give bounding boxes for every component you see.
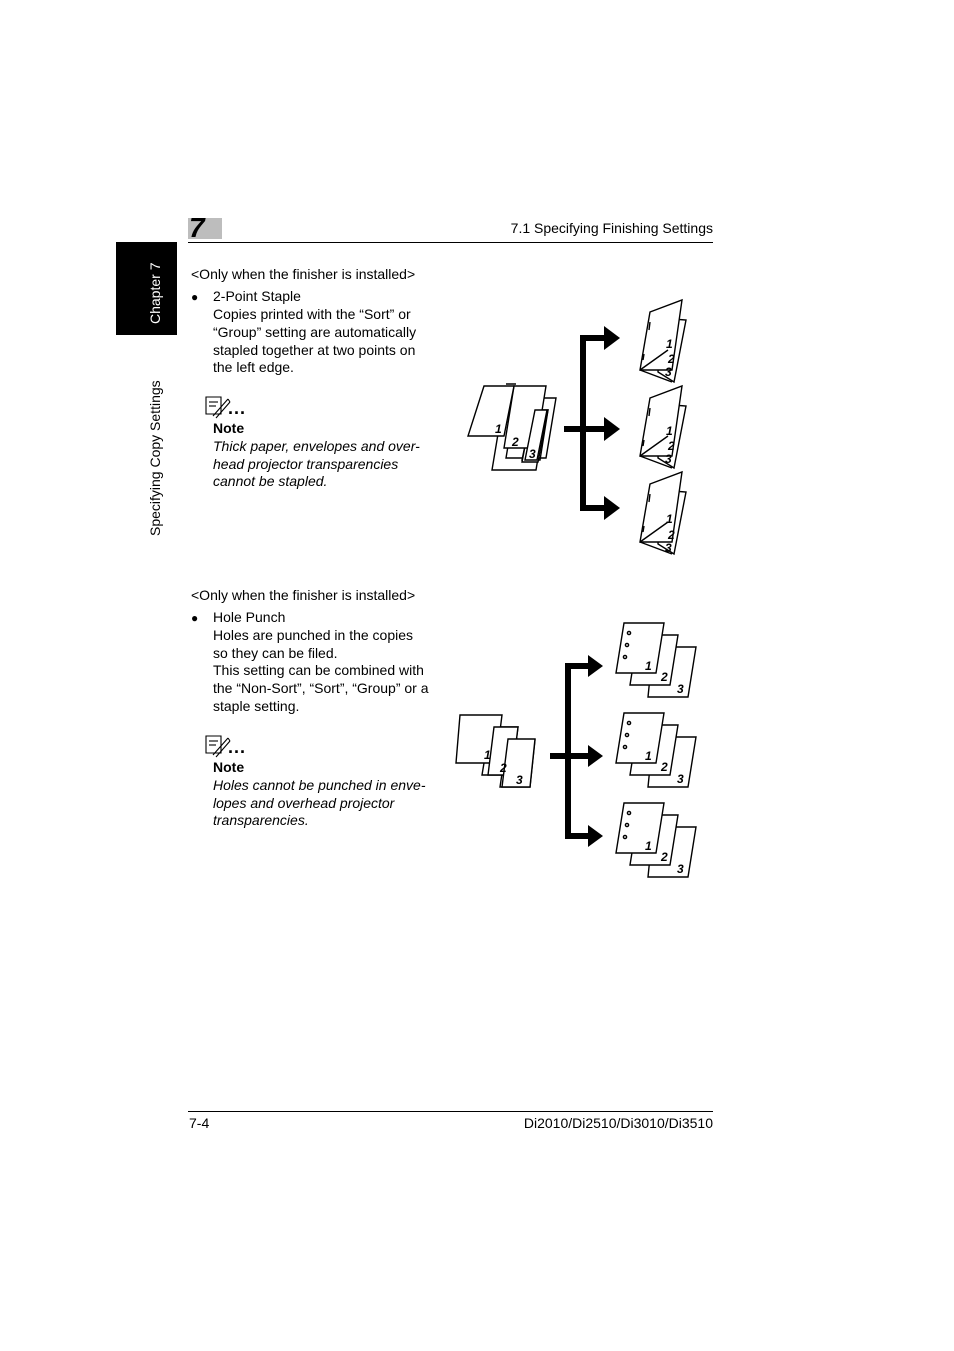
note-label: Note [213,759,245,775]
page-number-labels: 1 2 3 1 2 3 1 2 3 1 2 3 [484,659,684,876]
chapter-number: 7 [189,212,205,243]
page-label: 1 [645,839,652,853]
page-label: 2 [660,850,668,864]
note-dots: ... [228,398,247,418]
note-line: cannot be stapled. [213,473,328,489]
model-names: Di2010/Di2510/Di3010/Di3510 [523,1115,713,1131]
punched-stack-bottom [615,802,697,878]
bullet-icon: ● [191,290,199,304]
page-label: 2 [511,435,519,449]
stapled-stack-bottom [639,470,687,556]
page-label: 2 [660,760,668,774]
description-line: the “Non-Sort”, “Sort”, “Group” or a [213,680,429,696]
section-side-label: Specifying Copy Settings [147,380,163,536]
chapter-number-box [188,218,222,239]
page-label: 2 [499,761,507,775]
item-title: 2-Point Staple [213,288,301,304]
page-number-labels: 1 2 3 1 2 3 1 2 3 1 2 3 [495,337,675,555]
page-label: 1 [666,337,673,351]
description-line: Holes are punched in the copies [213,627,414,643]
note-line: head projector transparencies [213,456,399,472]
description-line: stapled together at two points on [213,342,416,358]
page-label: 2 [660,670,668,684]
page-label: 2 [667,352,675,366]
page-label: 3 [677,862,684,876]
description-line: the left edge. [213,359,294,375]
page-label: 3 [665,541,672,555]
page-number: 7-4 [189,1115,210,1131]
stapled-stack-top [639,298,687,384]
pencil-note-icon [205,396,231,419]
page-label: 1 [484,748,491,762]
page-label: 1 [645,749,652,763]
page-label: 3 [677,772,684,786]
page-label: 1 [645,659,652,673]
branch-arrow [550,655,603,847]
punched-stack-top [615,622,697,698]
section-title: 7.1 Specifying Finishing Settings [510,220,713,236]
bullet-icon: ● [191,611,199,625]
page-label: 1 [495,422,502,436]
staple-diagram: 1 2 3 1 2 3 1 2 3 1 2 3 [467,298,687,556]
hole-punch-diagram: 1 2 3 1 2 3 1 2 3 1 2 3 [455,622,697,878]
header-rule [188,242,713,243]
chapter-side-tab: Chapter 7 [116,242,177,335]
note-line: lopes and overhead projector [213,795,395,811]
description-line: staple setting. [213,698,300,714]
page-label: 1 [666,512,673,526]
page-label: 3 [665,452,672,466]
chapter-tab-label: Chapter 7 [147,262,163,324]
description-line: This setting can be combined with [213,662,424,678]
page-label: 3 [516,773,523,787]
condition-text: <Only when the finisher is installed> [191,266,416,282]
pencil-note-icon [205,735,231,758]
note-dots: ... [228,737,247,757]
page-label: 2 [667,528,675,542]
page-label: 2 [667,439,675,453]
note-line: Thick paper, envelopes and over- [213,438,420,454]
note-line: Holes cannot be punched in enve- [213,777,426,793]
note-label: Note [213,420,245,436]
input-stack-pages [524,409,548,461]
condition-text: <Only when the finisher is installed> [191,587,416,603]
punched-stack-mid [615,712,697,788]
description-line: so they can be filed. [213,645,338,661]
branch-arrow [564,326,620,520]
item-title: Hole Punch [213,609,286,625]
footer-rule [188,1111,713,1112]
description-line: “Group” setting are automatically [213,324,417,340]
page-label: 3 [665,365,672,379]
page-label: 1 [666,424,673,438]
note-line: transparencies. [213,812,309,828]
description-line: Copies printed with the “Sort” or [213,306,411,322]
stapled-stack-mid [639,384,687,470]
page-label: 3 [677,682,684,696]
page-label: 3 [529,447,536,461]
